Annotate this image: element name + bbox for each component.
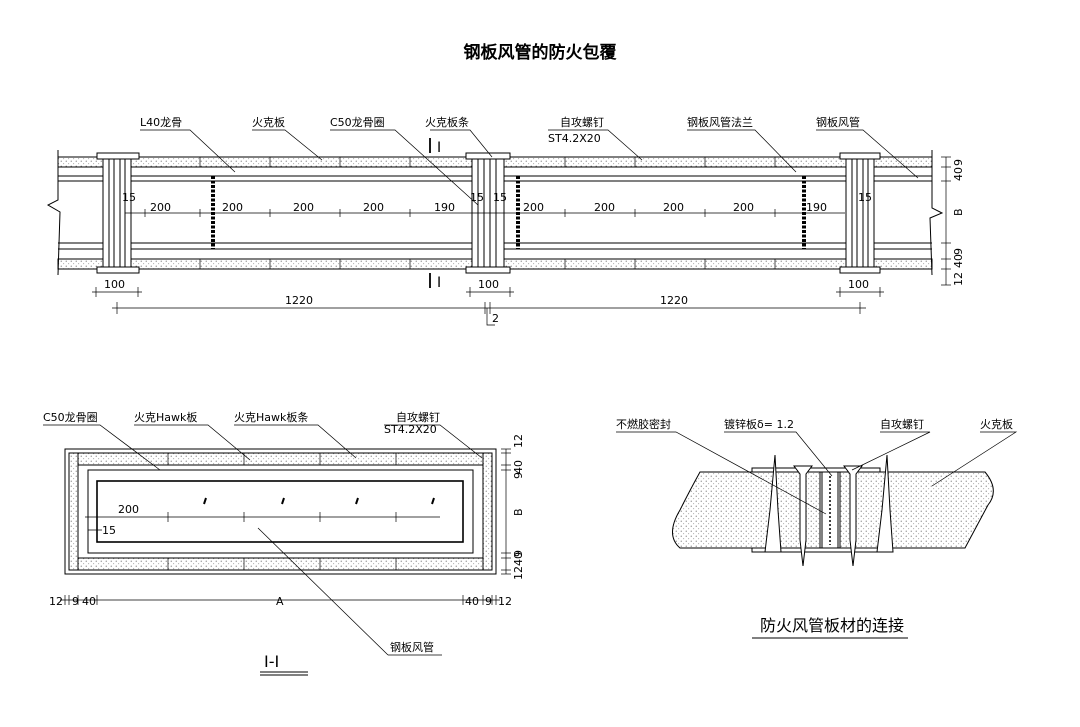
svg-text:火克Hawk板: 火克Hawk板	[134, 410, 197, 424]
svg-text:钢板风管: 钢板风管	[390, 640, 434, 654]
right-break-line	[929, 150, 944, 276]
left-break-line	[46, 150, 61, 276]
section-cut-marks: I I	[429, 138, 441, 291]
svg-text:I: I	[437, 140, 441, 156]
svg-text:9: 9	[952, 248, 965, 255]
svg-text:200: 200	[594, 201, 615, 214]
svg-text:自攻螺钉: 自攻螺钉	[396, 410, 440, 424]
joint-caption: 防火风管板材的连接	[760, 616, 904, 635]
svg-text:不燃胶密封: 不燃胶密封	[616, 417, 671, 431]
svg-text:火克板: 火克板	[252, 115, 285, 129]
section-labels: C50龙骨圈 火克Hawk板 火克Hawk板条 自攻螺钉 ST4.2X20 钢板…	[43, 410, 440, 654]
section-bolt-marks	[203, 497, 435, 505]
svg-text:火克Hawk板条: 火克Hawk板条	[234, 410, 308, 424]
svg-text:200: 200	[363, 201, 384, 214]
screw-ticks	[199, 157, 776, 269]
svg-text:190: 190	[806, 201, 827, 214]
section-view: 200 15 12 40 9 B 9 40 12 12 9	[43, 410, 525, 676]
svg-text:钢板风管: 钢板风管	[816, 115, 860, 129]
joint-labels: 不燃胶密封 镀锌板δ= 1.2 自攻螺钉 火克板	[616, 417, 1013, 431]
svg-text:200: 200	[523, 201, 544, 214]
joint-detail: 不燃胶密封 镀锌板δ= 1.2 自攻螺钉 火克板 防火风管板材的连接	[616, 417, 1018, 639]
svg-text:9: 9	[512, 550, 525, 557]
svg-text:12: 12	[49, 595, 63, 608]
joint-right	[839, 152, 881, 274]
svg-text:15: 15	[493, 191, 507, 204]
svg-text:200: 200	[663, 201, 684, 214]
svg-text:C50龙骨圈: C50龙骨圈	[330, 116, 385, 129]
svg-text:15: 15	[858, 191, 872, 204]
svg-text:200: 200	[733, 201, 754, 214]
svg-text:ST4.2X20: ST4.2X20	[384, 423, 437, 436]
elevation-labels: L40龙骨 火克板 C50龙骨圈 火克板条 自攻螺钉 ST4.2X20 钢板风管…	[140, 115, 860, 145]
svg-text:15: 15	[470, 191, 484, 204]
svg-text:200: 200	[118, 503, 139, 516]
svg-text:40: 40	[512, 552, 525, 566]
svg-text:9: 9	[952, 159, 965, 166]
svg-text:12: 12	[512, 566, 525, 580]
svg-text:190: 190	[434, 201, 455, 214]
svg-text:40: 40	[82, 595, 96, 608]
svg-text:9: 9	[485, 595, 492, 608]
svg-text:火克板条: 火克板条	[425, 115, 469, 129]
svg-text:12: 12	[498, 595, 512, 608]
svg-text:40: 40	[465, 595, 479, 608]
svg-text:200: 200	[222, 201, 243, 214]
svg-text:1220: 1220	[660, 294, 688, 307]
fastener-icon	[764, 454, 894, 553]
section-caption: I-I	[264, 652, 279, 671]
screw-icon	[793, 465, 863, 567]
svg-text:12: 12	[952, 272, 965, 286]
svg-text:9: 9	[512, 472, 525, 479]
svg-text:A: A	[276, 595, 284, 608]
svg-text:自攻螺钉: 自攻螺钉	[880, 417, 924, 431]
svg-text:B: B	[952, 208, 965, 216]
svg-text:B: B	[512, 508, 525, 516]
section-right-dims: 12 40 9 B 9 40 12	[512, 434, 525, 580]
svg-text:15: 15	[102, 524, 116, 537]
elevation-view: 15 200 200 200 200 190 15 15 200 200 200…	[46, 115, 965, 326]
svg-text:ST4.2X20: ST4.2X20	[548, 132, 601, 145]
svg-text:100: 100	[104, 278, 125, 291]
svg-text:40: 40	[952, 254, 965, 268]
svg-text:钢板风管法兰: 钢板风管法兰	[687, 115, 753, 129]
steel-duct	[96, 480, 464, 543]
page-title: 钢板风管的防火包覆	[464, 42, 618, 63]
svg-text:15: 15	[122, 191, 136, 204]
svg-text:200: 200	[293, 201, 314, 214]
svg-text:自攻螺钉: 自攻螺钉	[560, 115, 604, 129]
section-bottom-dims: 12 9 40 A 40 9 12	[49, 595, 512, 608]
elevation-bottom-dims	[92, 287, 884, 326]
svg-text:40: 40	[512, 460, 525, 474]
svg-text:C50龙骨圈: C50龙骨圈	[43, 411, 98, 424]
svg-text:100: 100	[478, 278, 499, 291]
svg-text:火克板: 火克板	[980, 417, 1013, 431]
svg-text:40: 40	[952, 167, 965, 181]
svg-text:200: 200	[150, 201, 171, 214]
spacing-labels: 15 200 200 200 200 190 15 15 200 200 200…	[122, 191, 872, 214]
svg-text:I: I	[437, 275, 441, 291]
svg-text:100: 100	[848, 278, 869, 291]
svg-text:2: 2	[492, 312, 499, 325]
svg-text:12: 12	[512, 434, 525, 448]
section-screw-ticks	[167, 453, 397, 570]
svg-text:镀锌板δ= 1.2: 镀锌板δ= 1.2	[724, 417, 794, 431]
duct-flange-bolts	[211, 176, 806, 249]
elevation-right-dims: 40 9 B 9 40 12	[952, 159, 965, 286]
svg-text:9: 9	[72, 595, 79, 608]
svg-text:L40龙骨: L40龙骨	[140, 116, 182, 129]
svg-text:1220: 1220	[285, 294, 313, 307]
elevation-leaders	[140, 129, 919, 206]
